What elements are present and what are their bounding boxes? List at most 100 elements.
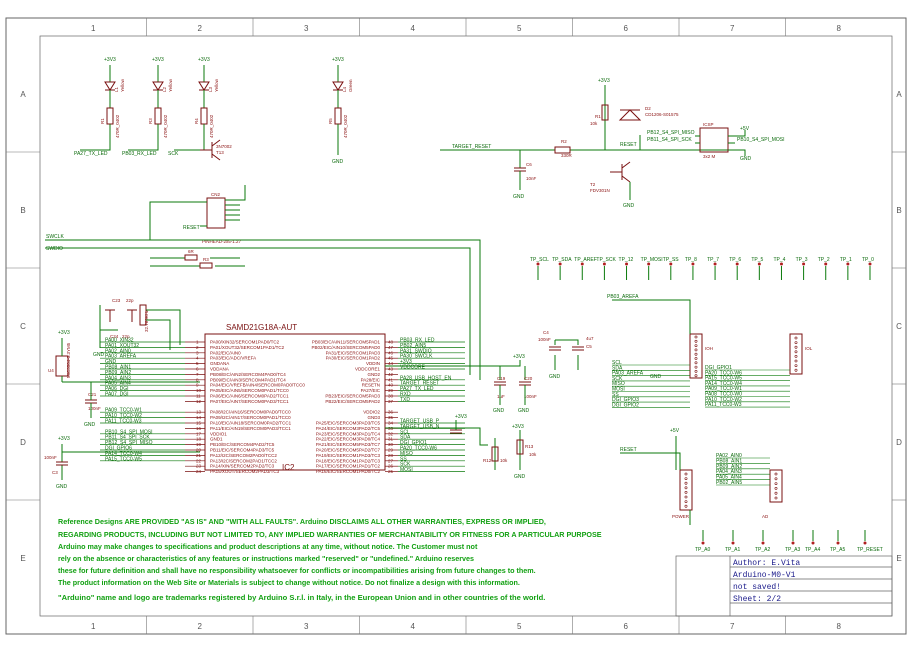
mcu-right-net: SS (400, 456, 407, 462)
mcu-right-caps: +3V3 C19 1uF C20 100nF GND GND +3V3 R12 … (385, 354, 537, 480)
led-res-value: 470R_0402 (343, 114, 348, 138)
led-res-value: 470R_0402 (115, 114, 120, 138)
mcu-right-net: PA30_SWCLK (400, 354, 433, 360)
iol-pin (794, 345, 798, 349)
mcu-left-net: PB09_AIN2 (105, 370, 131, 376)
test-point-dot (602, 262, 606, 266)
led-vcc-label: +3V3 (198, 57, 210, 63)
icsp-value: 3x2 M (703, 154, 716, 159)
c3-gnd: GND (56, 484, 68, 490)
grid-col-bottom: 7 (730, 622, 735, 631)
power-pin (684, 472, 688, 476)
ioh-connector: PB03_AREFA IOH SCLSDAPA03_AREFASCKMISOMO… (607, 294, 713, 408)
ioh-net: DGI_GPIO3 (612, 397, 639, 403)
led-ref: L3 (208, 86, 213, 92)
mcu-left-pin: PB09/EIC/AIN3/SERCOM4PAD1/TC4 (210, 377, 286, 382)
t2-gnd: GND (623, 203, 635, 209)
mcu-left-net: PB12_S4_SPI_MISO (105, 440, 153, 446)
mcu-right-net: DGI_GPIO1 (400, 440, 427, 446)
r7-label: R3 (203, 257, 209, 262)
iol-pin (794, 354, 798, 358)
iol-pin (794, 341, 798, 345)
iol-net: PA11_TCC0-W3 (705, 402, 742, 408)
mcu-left-pin: PA00/XIN32/SERCOM1PAD0/TC2 (210, 340, 280, 345)
ioh-net: MOSI (612, 387, 625, 393)
grid-col-top: 7 (730, 24, 735, 33)
mcu-left-net: PA05_AIN4 (105, 381, 131, 387)
mcu-right-net: PA31_SWDIO (400, 348, 432, 354)
ad-pin (774, 472, 778, 476)
mcu-left-pin: PA01/XOUT32/SERCOM1PAD1/TC2 (210, 345, 285, 350)
c21-value: 100nF (88, 406, 101, 411)
mcu-right-net: SCK (400, 462, 411, 468)
mcu-right-pin: PA22/EIC/SERCOM3PAD0/TC4 (316, 437, 381, 442)
test-point-label: TP_MOSI (641, 257, 663, 263)
power-pin (684, 500, 688, 504)
iol-net: PA14_TCC0-W4 (705, 381, 742, 387)
ioh-pin (694, 374, 698, 378)
d2-ref: D2 (645, 106, 651, 111)
test-point-dot (791, 541, 795, 545)
led-wire-bottom (80, 124, 111, 151)
led-res-value: 470R_0402 (163, 114, 168, 138)
grid-col-bottom: 4 (411, 622, 416, 631)
r13-gnd: GND (514, 474, 526, 480)
mcu-left-pin: PA03/EIC/ADC/VREFA (210, 356, 256, 361)
ioh-pin (694, 348, 698, 352)
led-net: SCK (168, 151, 179, 157)
grid-col-bottom: 5 (517, 622, 522, 631)
test-point-label: TP_A3 (785, 547, 801, 553)
ioh-pin (694, 369, 698, 373)
ioh-pin (694, 352, 698, 356)
mcu-right-pin: VDDIO2 (363, 410, 380, 415)
power-pin (684, 490, 688, 494)
iol-net: PA20_TCC0-W6 (705, 370, 742, 376)
ioh-net: SCK (612, 376, 623, 382)
test-point-label: TP_A4 (805, 547, 821, 553)
grid-col-top: 6 (624, 24, 629, 33)
ioh-connector-body (689, 333, 703, 379)
mcu-left-net: PA00_XIN32 (105, 338, 134, 344)
regulator-block: U4 MIC5504-3.3YM5 +3V3 C21 100nF GND (48, 330, 200, 428)
reg-part: MIC5504-3.3YM5 (66, 342, 71, 378)
test-point-label: TP_SCK (596, 257, 616, 263)
test-point-label: TP_SS (663, 257, 680, 263)
test-point-dot (558, 262, 562, 266)
trademark-line: "Arduino" name and logo are trademarks r… (58, 593, 545, 602)
mcu-right-pin: VDDIN (366, 361, 380, 366)
icsp-gnd: GND (740, 156, 752, 162)
mcu-right-pin: PB22/EIC/SERCOM5PAD2 (325, 399, 380, 404)
jtag-ref: CN2 (211, 192, 220, 197)
test-point-label: TP_3 (796, 257, 808, 263)
swdio-label: SWDIO (46, 246, 63, 252)
ioh-pin (694, 344, 698, 348)
mcu-left-net: PB08_AIN1 (105, 365, 131, 371)
mcu-left-pin: PA02/EIC/AIN0 (210, 350, 241, 355)
mcu-ic: SAMD21G18A-AUT IC2 PA00/XIN32/SERCOM1PAD… (100, 323, 465, 474)
d2-part: CD1206-S01575 (645, 112, 679, 117)
test-point-dot (713, 262, 717, 266)
reg-vcc: +3V3 (58, 330, 70, 336)
test-point-dot (846, 262, 850, 266)
mcu-right-pin: PA17/EIC/SERCOM1PAD1/TC2 (316, 464, 381, 469)
grid-row-right: C (896, 322, 902, 331)
c24-value: 22p (122, 334, 130, 339)
mcu-left-net: GND (105, 359, 117, 365)
swd-nets: SWCLK SWDIO 6R R3 (45, 234, 481, 380)
grid-col-top: 5 (517, 24, 522, 33)
led-wire-bottom (174, 124, 205, 151)
iol-net: PA08_TCC0-W0 (705, 392, 742, 398)
ioh-net: DGI_GPIO2 (612, 402, 639, 408)
grid-col-bottom: 3 (304, 622, 309, 631)
test-point-label: TP_7 (707, 257, 719, 263)
reset-circuit: TARGET_RESET R2 330R C6 10nF GND RESET +… (440, 78, 740, 209)
ioh-gnd: GND (650, 374, 662, 380)
test-point-dot (824, 262, 828, 266)
test-point-label: TP_6 (729, 257, 741, 263)
led-vcc-label: +3V3 (332, 57, 344, 63)
mcu-right-net: MOSI (400, 467, 413, 473)
ad-ref: AD (762, 514, 769, 519)
test-point-dot (836, 541, 840, 545)
